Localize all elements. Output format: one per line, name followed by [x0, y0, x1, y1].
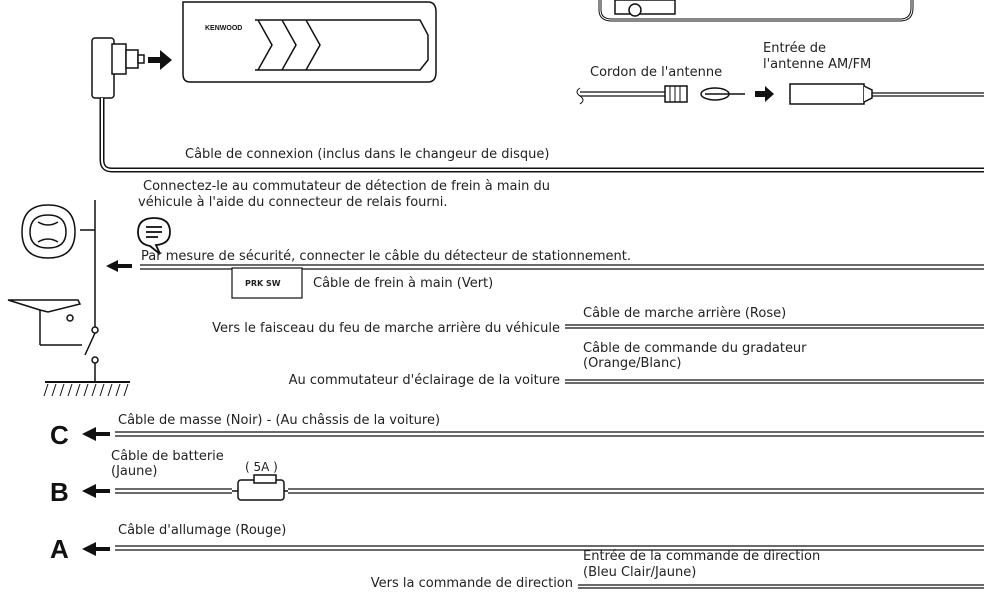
parking-brake-cable: [140, 264, 984, 299]
dimmer-cable: [565, 379, 984, 384]
arrow-left-icon: [82, 542, 110, 556]
steering-remote-label: Vers la commande de direction: [370, 576, 573, 591]
head-unit-corner: [598, 0, 914, 22]
prk-sw-connector: [231, 267, 303, 299]
right-angle-connector: [91, 37, 145, 99]
brake-note-line-1: Connectez-le au commutateur de détection…: [143, 179, 550, 194]
battery-label-1: Câble de batterie: [111, 449, 224, 464]
antenna-cord: [576, 85, 745, 105]
antenna-input-label-1: Entrée de: [763, 41, 826, 56]
antenna-input-jack: [789, 83, 984, 105]
letter-a: A: [50, 534, 69, 564]
dimmer-label-1: Câble de commande du gradateur: [583, 341, 807, 356]
safety-note: Par mesure de sécurité, connecter le câb…: [141, 249, 631, 264]
arrow-left-icon: [106, 260, 132, 272]
ignition-cable: [115, 545, 984, 551]
letter-b: B: [50, 477, 69, 507]
ignition-label: Câble d'allumage (Rouge): [118, 523, 287, 538]
parking-brake-switch: [7, 200, 130, 397]
reverse-cable: [565, 324, 984, 329]
prk-sw-label: PRK SW: [245, 279, 281, 288]
parking-brake-label: Câble de frein à main (Vert): [313, 276, 494, 291]
steering-input-label-2: (Bleu Clair/Jaune): [583, 565, 697, 580]
arrow-left-icon: [82, 427, 110, 441]
brake-note-line-2: véhicule à l'aide du connecteur de relai…: [138, 195, 448, 210]
reverse-cable-label: Câble de marche arrière (Rose): [583, 306, 787, 321]
arrow-left-icon: [82, 484, 110, 498]
antenna-input-label-2: l'antenne AM/FM: [763, 57, 872, 72]
connection-cable-label: Câble de connexion (inclus dans le chang…: [185, 147, 550, 162]
ground-cable: [115, 431, 984, 437]
battery-cable: [115, 488, 984, 494]
dimmer-label-2: (Orange/Blanc): [583, 356, 682, 371]
antenna-cord-label: Cordon de l'antenne: [590, 65, 723, 80]
note-icon: [137, 217, 171, 255]
arrow-right-icon: [148, 50, 172, 70]
fuse-rating: ( 5A ): [245, 460, 278, 474]
steering-input-label-1: Entrée de la commande de direction: [583, 549, 821, 564]
reverse-lamp-label: Vers le faisceau du feu de marche arrièr…: [212, 321, 560, 336]
arrow-right-icon: [755, 86, 774, 102]
illumination-switch-label: Au commutateur d'éclairage de la voiture: [288, 373, 560, 388]
fuse-holder: [232, 474, 288, 501]
disc-changer-unit: [182, 1, 437, 83]
letter-c: C: [50, 420, 69, 450]
steering-remote-cable: [578, 584, 984, 589]
ground-cable-label: Câble de masse (Noir) - (Au châssis de l…: [118, 413, 441, 428]
battery-label-2: (Jaune): [111, 464, 158, 479]
kenwood-logo: KENWOOD: [205, 25, 242, 32]
